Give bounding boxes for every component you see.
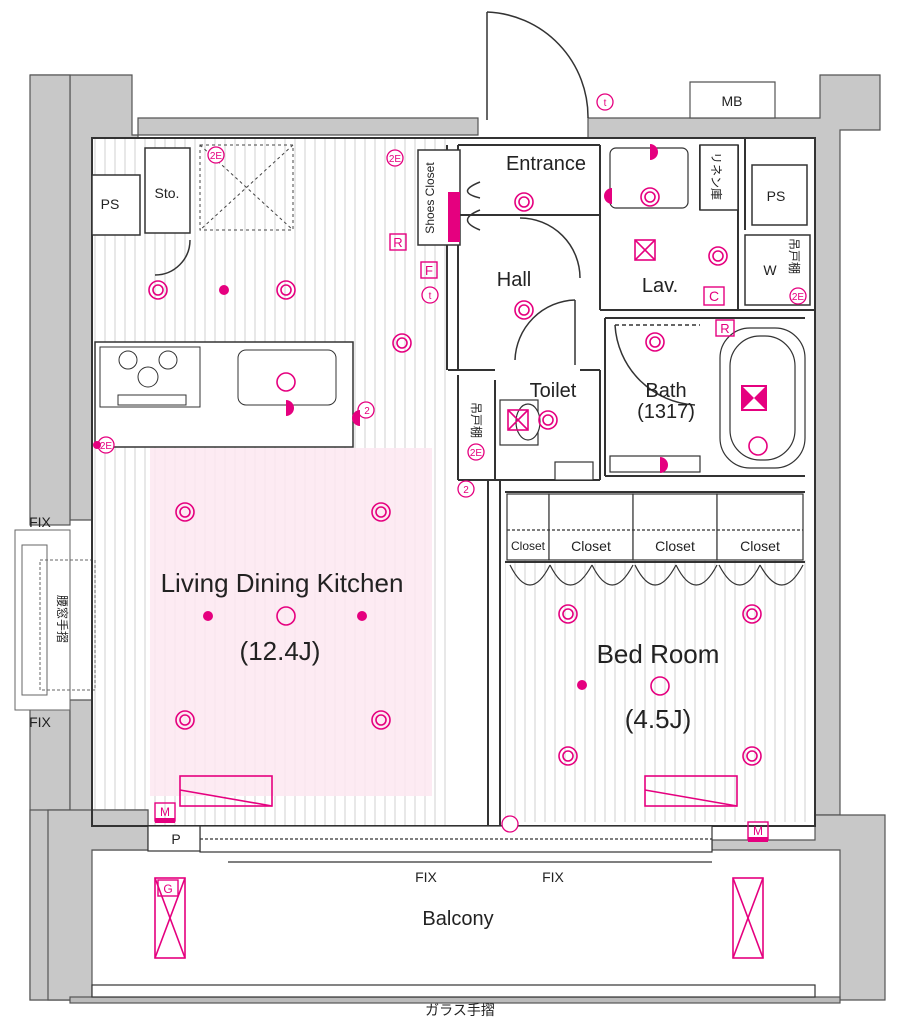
tag-t-text-2: t bbox=[429, 291, 432, 302]
bath-size: (1317) bbox=[637, 401, 695, 423]
tag-2e-text-2: 2E bbox=[389, 154, 402, 165]
tag-m-text-1: M bbox=[160, 805, 170, 819]
shoes-closet-label: Shoes Closet bbox=[423, 162, 437, 234]
entrance-label: Entrance bbox=[506, 153, 586, 175]
hall-label: Hall bbox=[497, 269, 531, 291]
tag-a bbox=[501, 815, 519, 833]
bed-size: (4.5J) bbox=[625, 704, 691, 734]
lav-label: Lav. bbox=[642, 275, 678, 297]
closet-label-3: Closet bbox=[655, 538, 695, 554]
tag-2e-text-1: 2E bbox=[210, 151, 223, 162]
tag-t-text-1: t bbox=[604, 98, 607, 109]
bed-floor bbox=[505, 560, 815, 822]
ldk-size: (12.4J) bbox=[240, 636, 321, 666]
fix-bottom-mid: FIX bbox=[415, 869, 437, 885]
sto-label: Sto. bbox=[155, 185, 180, 201]
filled-bars bbox=[155, 818, 768, 842]
window-left-label: 腰窓手摺 bbox=[55, 595, 70, 643]
entrance-door bbox=[154, 11, 700, 406]
dot-lights bbox=[203, 285, 587, 690]
bath-label: Bath bbox=[645, 380, 686, 402]
shoes-closet-mark bbox=[448, 192, 460, 242]
w-label: W bbox=[763, 262, 777, 278]
tag-2e-text-5: 2E bbox=[792, 292, 805, 303]
tag-2e-text-4: 2E bbox=[470, 448, 483, 459]
tag-m-text-2: M bbox=[753, 824, 763, 838]
kitchen-counter bbox=[94, 341, 354, 448]
bottom-window bbox=[147, 825, 713, 863]
mb-label: MB bbox=[722, 93, 743, 109]
shelf-wash-label: 吊戸棚 bbox=[787, 238, 802, 274]
tag-2-1 bbox=[357, 401, 375, 419]
bath-fan bbox=[741, 385, 767, 411]
balcony-units bbox=[154, 239, 764, 959]
tag-2-text-2: 2 bbox=[463, 485, 469, 496]
fix-top-left: FIX bbox=[29, 514, 51, 530]
tag-f-text: F bbox=[425, 263, 433, 278]
shelf-toilet-label: 吊戸棚 bbox=[469, 402, 484, 438]
bed-label: Bed Room bbox=[597, 639, 720, 669]
tag-r-text-1: R bbox=[393, 235, 402, 250]
ps-left-label: PS bbox=[101, 196, 120, 212]
ldk-label: Living Dining Kitchen bbox=[161, 568, 404, 598]
bed-closets bbox=[506, 493, 804, 561]
glass-rail-label: ガラス手摺 bbox=[425, 1002, 495, 1018]
tag-text: 2E 2E 2E 2E 2E 2 2 t t R F C R M M G bbox=[100, 98, 805, 896]
toilet-fixture bbox=[499, 399, 594, 481]
tag-r-text-2: R bbox=[720, 321, 729, 336]
tag-g-text: G bbox=[163, 882, 172, 896]
half-markers bbox=[93, 144, 668, 473]
linen-label: リネン庫 bbox=[709, 152, 723, 200]
tag-2e-5 bbox=[789, 287, 807, 305]
ceiling-lights bbox=[148, 187, 768, 766]
tag-2e-2 bbox=[386, 149, 404, 167]
balcony-rail bbox=[91, 984, 816, 998]
p-label: P bbox=[171, 831, 180, 847]
fix-bottom-left: FIX bbox=[29, 714, 51, 730]
tag-2-2 bbox=[457, 480, 475, 498]
tag-c-text: C bbox=[709, 288, 719, 304]
closet-label-2: Closet bbox=[571, 538, 611, 554]
closet-doors bbox=[509, 564, 804, 586]
tag-2e-1 bbox=[207, 146, 225, 164]
tag-t-2 bbox=[421, 286, 439, 304]
balcony-label: Balcony bbox=[422, 908, 493, 930]
toilet-label: Toilet bbox=[530, 380, 577, 402]
tag-2e-4 bbox=[467, 443, 485, 461]
outer-walls bbox=[29, 74, 886, 1004]
closet-label-4: Closet bbox=[740, 538, 780, 554]
cooktop-icon bbox=[118, 350, 178, 388]
tag-2-text-1: 2 bbox=[364, 406, 370, 417]
hall-floor bbox=[447, 205, 597, 375]
tag-2e-text-3: 2E bbox=[100, 441, 113, 452]
closet-label-1: Closet bbox=[511, 539, 546, 553]
outlet-tags bbox=[97, 93, 807, 833]
left-window bbox=[14, 529, 96, 711]
labels-layer: Living Dining Kitchen (12.4J) Bed Room (… bbox=[29, 93, 804, 1018]
ldk-rug bbox=[150, 448, 432, 796]
ps-right-label: PS bbox=[767, 188, 786, 204]
tag-t-1 bbox=[596, 93, 614, 111]
fix-bottom-right: FIX bbox=[542, 869, 564, 885]
